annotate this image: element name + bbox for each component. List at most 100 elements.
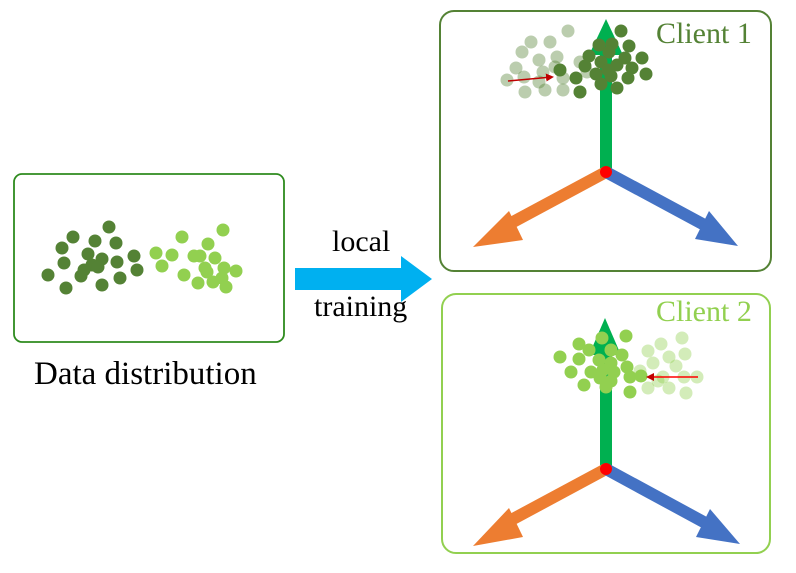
client2-prev-point [646,356,660,370]
data-point-dark [88,234,102,248]
data-point-light [177,268,191,282]
client1-point [601,63,615,77]
client2-prev-point [675,331,689,345]
client1-prev-point [524,35,538,49]
client2-prev-point [679,386,693,400]
client1-box [439,10,772,272]
data-point-dark [113,271,127,285]
client2-point [577,378,591,392]
client2-point [615,348,629,362]
data-point-dark [81,247,95,261]
client1-prev-point [500,73,514,87]
client2-orange-axis-head [473,508,523,546]
client2-point [604,374,618,388]
client1-point [625,61,639,75]
client2-title: Client 2 [656,295,752,328]
client1-prev-point [561,24,575,38]
client1-prev-point [538,83,552,97]
data-distribution-caption: Data distribution [34,356,257,392]
data-point-dark [110,255,124,269]
data-point-dark [127,249,141,263]
data-point-dark [74,269,88,283]
client2-point [595,331,609,345]
client2-prev-point [662,350,676,364]
client2-previous-points [633,331,704,400]
client2-point [623,370,637,384]
data-point-light [216,223,230,237]
data-point-light [206,275,220,289]
client1-orange-axis-head [473,211,523,247]
client1-prev-point [556,83,570,97]
client1-orange-axis [497,166,609,235]
arrow-label-local: local [332,225,391,258]
data-point-dark [41,268,55,282]
data-point-dark [130,263,144,277]
client1-shift-arrow [507,73,554,82]
client1-point [569,71,583,85]
client1-title: Client 1 [656,17,752,50]
client1-prev-point [550,50,564,64]
client2-point [604,343,618,357]
data-point-light [208,251,222,265]
data-point-light [198,261,212,275]
client1-point [639,67,653,81]
client1-blue-axis-head [695,211,738,246]
client1-point [578,59,592,73]
client2-blue-axis-head [696,509,740,544]
data-point-light [165,248,179,262]
arrow-label-training: training [314,290,408,323]
client2-point [564,365,578,379]
data-point-dark [66,230,80,244]
local-training-arrow [295,256,432,302]
dark-green-cluster [41,220,144,295]
data-point-light [201,237,215,251]
client1-blue-axis [603,166,713,234]
data-point-dark [109,236,123,250]
client2-point [572,352,586,366]
data-point-light [219,280,233,294]
client1-point [621,71,635,85]
client1-current-points [553,24,653,99]
client1-prev-point [509,61,523,75]
data-point-light [155,259,169,273]
client1-point [635,51,649,65]
client2-prev-point [662,381,676,395]
data-point-light [175,230,189,244]
client2-point [623,385,637,399]
client2-point [572,337,586,351]
client2-point [582,343,596,357]
client2-prev-point [654,337,668,351]
client2-point [619,329,633,343]
client1-prev-point [517,70,531,84]
client1-point [610,81,624,95]
data-point-light [217,261,231,275]
client1-point [614,24,628,38]
client2-point [620,360,634,374]
client2-blue-axis [603,463,714,532]
data-point-dark [95,278,109,292]
client2-point [596,363,610,377]
client1-point [589,67,603,81]
client2-origin [600,463,612,475]
data-point-light [229,264,243,278]
client2-point [553,350,567,364]
client2-current-points [553,329,648,399]
light-green-cluster [149,223,243,294]
client1-prev-point [515,45,529,59]
client1-point [592,38,606,52]
client1-prev-point [532,53,546,67]
client2-prev-point [678,347,692,361]
client1-point [573,85,587,99]
client2-box [441,293,771,554]
client1-point [553,63,567,77]
client2-prev-point [669,359,683,373]
data-distribution-box [13,173,285,343]
client1-point [602,45,616,59]
data-point-dark [59,281,73,295]
client2-point [592,353,606,367]
data-point-light [193,249,207,263]
client1-prev-point [543,35,557,49]
client2-orange-axis [497,463,609,532]
client2-point [634,369,648,383]
